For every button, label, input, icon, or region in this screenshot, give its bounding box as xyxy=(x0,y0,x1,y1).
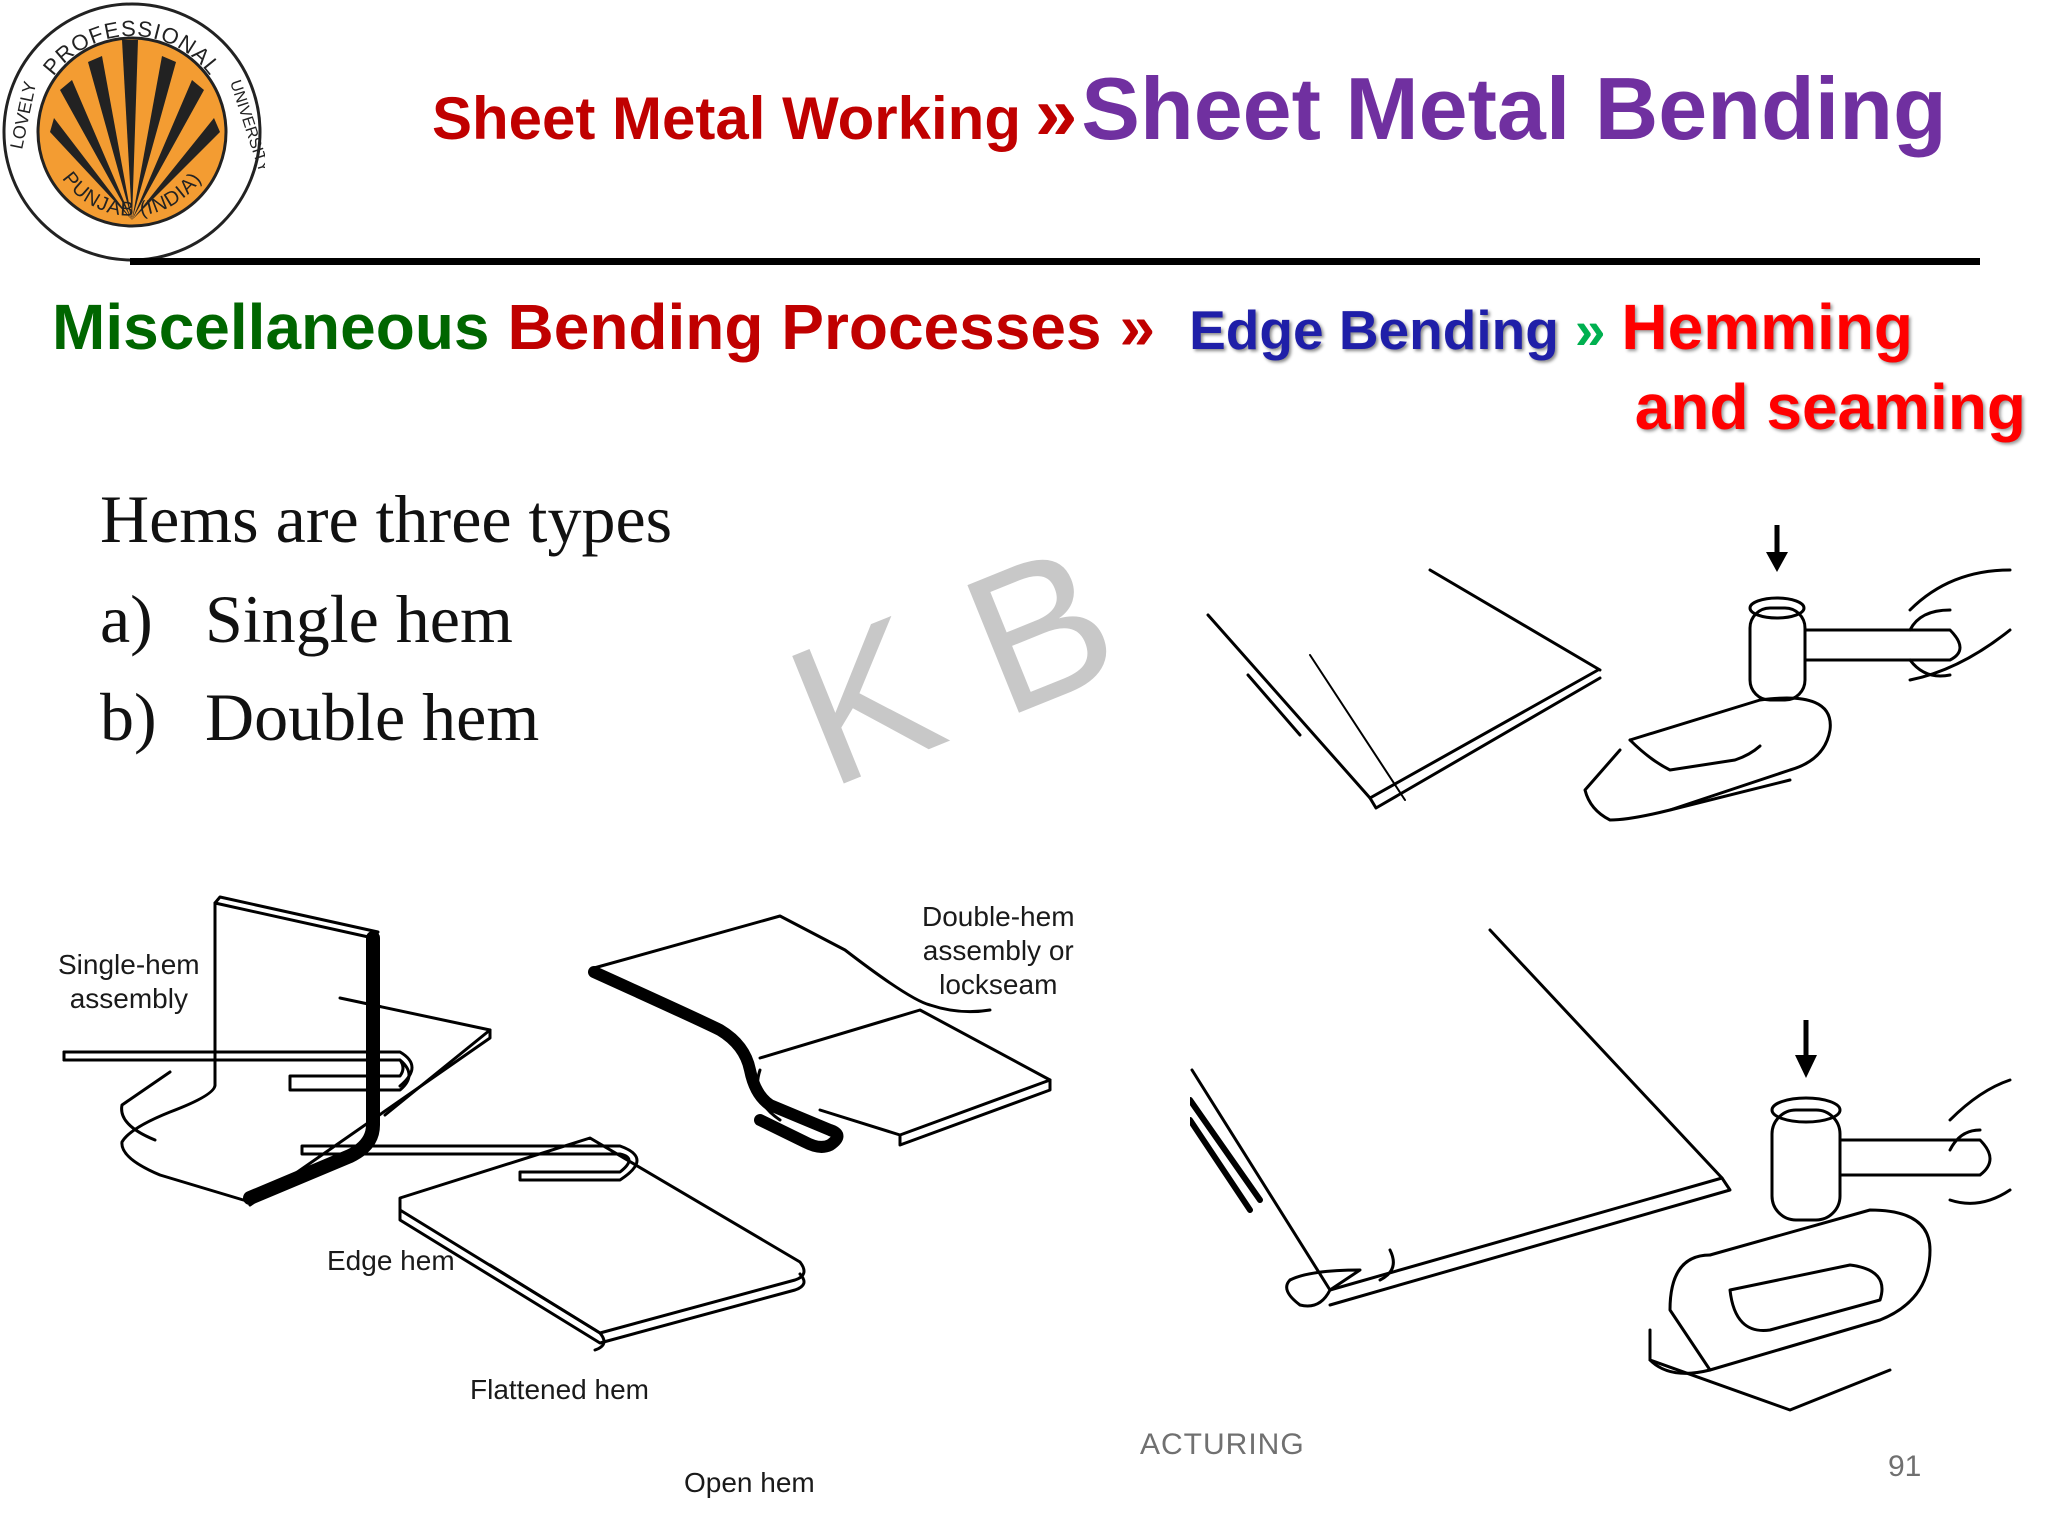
watermark: K B xyxy=(761,502,1144,830)
slide-title: Sheet Metal Bending xyxy=(1081,59,1947,158)
label-line: Single-hem xyxy=(58,949,200,980)
list-item-text: Double hem xyxy=(205,679,540,755)
single-hem-hammering-drawing xyxy=(1206,525,2012,822)
double-hem-hammering-drawing xyxy=(1190,928,2012,1412)
list-item-text: Single hem xyxy=(205,581,513,657)
double-hem-assembly-label: Double-hem assembly or lockseam xyxy=(922,900,1075,1002)
breadcrumb-part-edge-bending: Edge Bending xyxy=(1189,299,1559,361)
double-hem-assembly-drawing xyxy=(588,914,1052,1153)
breadcrumb-separator: » xyxy=(1574,299,1606,361)
header-divider xyxy=(130,258,1980,265)
breadcrumb-part-seaming: and seaming xyxy=(1634,371,2026,443)
label-line: lockseam xyxy=(939,969,1058,1000)
university-logo: PROFESSIONAL PUNJAB (INDIA) LOVELY UNIVE… xyxy=(2,2,265,262)
flattened-hem-label: Flattened hem xyxy=(470,1374,649,1405)
breadcrumb-part-bending-processes: Bending Processes xyxy=(507,291,1102,363)
flattened-hem-drawing xyxy=(62,1050,414,1092)
hem-types-figure xyxy=(62,895,1052,1352)
single-hem-assembly-label: Single-hem assembly xyxy=(58,948,200,1016)
header-separator: » xyxy=(1034,71,1077,156)
page-number: 91 xyxy=(1888,1450,1922,1483)
single-hem-assembly-drawing xyxy=(120,895,492,1207)
breadcrumb-part-hemming: Hemming xyxy=(1621,291,1914,363)
hemming-hammer-illustration xyxy=(1190,525,2012,1412)
label-line: assembly xyxy=(69,983,188,1014)
label-line: assembly or xyxy=(922,935,1074,966)
breadcrumb: Miscellaneous Bending Processes » Edge B… xyxy=(52,290,1913,370)
list-item: b) Double hem xyxy=(100,678,539,757)
edge-hem-label: Edge hem xyxy=(327,1245,455,1276)
header-section: Sheet Metal Working xyxy=(432,85,1021,152)
edge-hem-drawing xyxy=(398,1136,806,1352)
slide-header: Sheet Metal Working » Sheet Metal Bendin… xyxy=(432,58,1947,168)
list-item: a) Single hem xyxy=(100,580,513,659)
footer-course-title: ACTURING xyxy=(1140,1428,1305,1461)
breadcrumb-separator: » xyxy=(1119,291,1156,363)
label-line: Double-hem xyxy=(922,901,1075,932)
list-marker: a) xyxy=(100,581,153,657)
open-hem-label: Open hem xyxy=(684,1467,815,1498)
breadcrumb-part-miscellaneous: Miscellaneous xyxy=(52,291,490,363)
list-marker: b) xyxy=(100,679,157,755)
hems-intro-text: Hems are three types xyxy=(100,481,673,557)
open-hem-drawing xyxy=(300,1144,639,1182)
